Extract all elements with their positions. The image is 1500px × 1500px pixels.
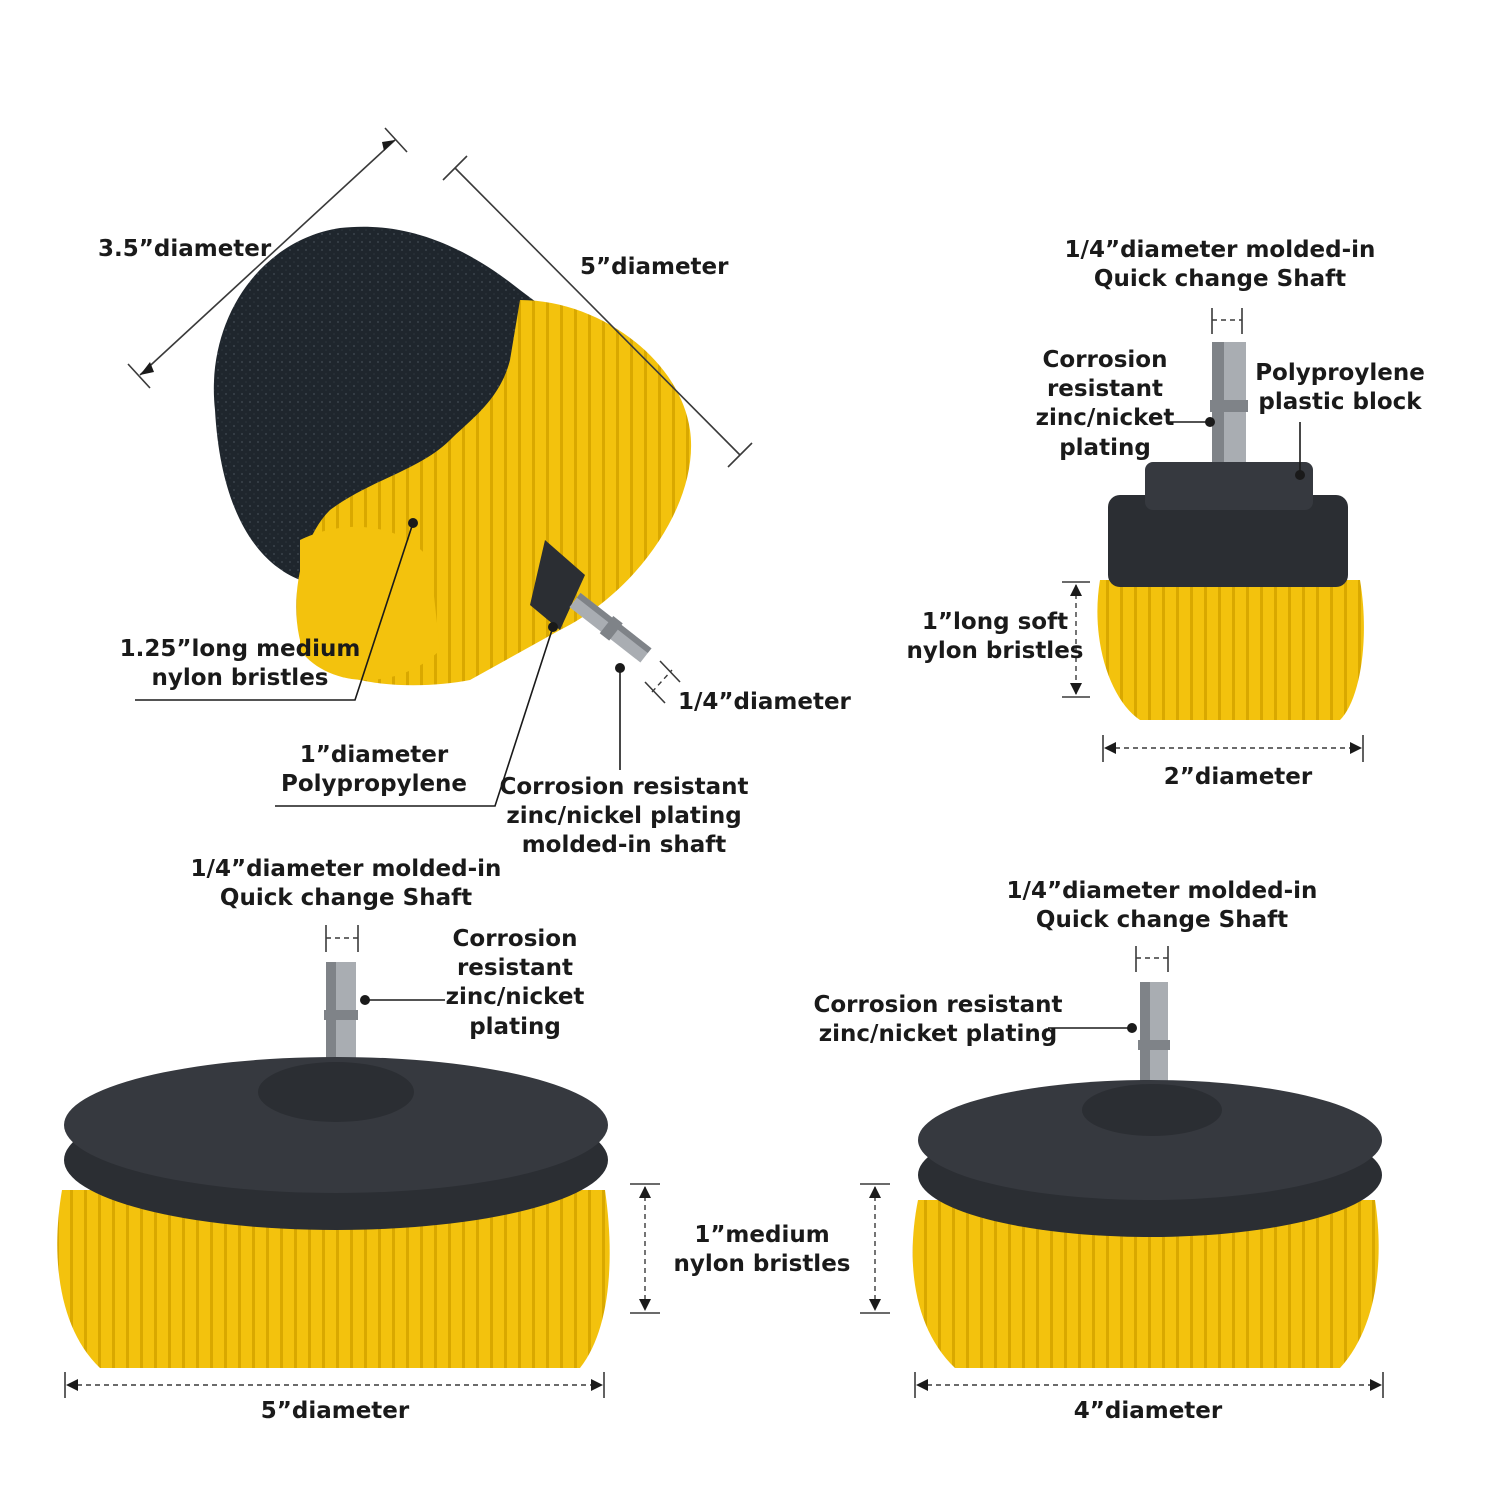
small-plating-line2: resistant [1047, 376, 1163, 402]
large-bristle-dim [630, 1183, 660, 1314]
small-diameter-label: 2”diameter [1164, 764, 1313, 790]
cone-brush: 3.5”diameter 5”diameter 1.25”long medium… [98, 127, 852, 858]
cone-bristles-line2: nylon bristles [152, 665, 329, 691]
cone-shaft-dim-label: 1/4”diameter [678, 689, 852, 715]
medium-bristle-dim [860, 1183, 890, 1314]
small-hub [1108, 495, 1348, 587]
medium-plating-line1: Corrosion resistant [813, 992, 1062, 1018]
small-diameter-dim [1102, 735, 1364, 762]
large-shaft-line2: Quick change Shaft [220, 885, 472, 911]
large-diameter-dim [64, 1372, 605, 1398]
small-shaft-line1: 1/4”diameter molded-in [1065, 237, 1376, 263]
drill-brush-cone-icon [213, 226, 692, 686]
small-bristles-line2: nylon bristles [907, 638, 1084, 664]
drill-brush-2in-icon [1097, 342, 1364, 720]
cone-bristles-line1: 1.25”long medium [120, 636, 361, 662]
cone-bristle-leader [135, 522, 414, 701]
cone-shaft [569, 592, 652, 663]
small-block-line2: plastic block [1258, 389, 1422, 415]
small-brush: 1/4”diameter molded-in Quick change Shaf… [907, 237, 1425, 790]
large-plating-line4: plating [469, 1014, 561, 1040]
small-bristles [1097, 580, 1364, 720]
large-plating-line1: Corrosion [453, 926, 578, 952]
cone-plating-line2: zinc/nickel plating [506, 803, 741, 829]
medium-shaft-line1: 1/4”diameter molded-in [1007, 878, 1318, 904]
cone-block-line2: Polypropylene [281, 771, 467, 797]
small-plating-line4: plating [1059, 435, 1151, 461]
cone-dim-3-5-label: 3.5”diameter [98, 236, 272, 262]
large-plating-line3: zinc/nicket [446, 984, 585, 1010]
cone-plating-line3: molded-in shaft [522, 832, 727, 858]
cone-yellow-lower [300, 526, 440, 680]
drill-brush-5in-icon [57, 962, 610, 1368]
small-block-line1: Polyproylene [1255, 360, 1425, 386]
large-brush: 1/4”diameter molded-in Quick change Shaf… [57, 856, 850, 1424]
large-diameter-label: 5”diameter [261, 1398, 410, 1424]
cone-shaft-dim [644, 660, 681, 704]
large-shaft-dim [325, 925, 359, 952]
cone-hub [530, 540, 585, 630]
medium-diameter-dim [914, 1372, 1384, 1398]
cone-dim-5-label: 5”diameter [580, 254, 729, 280]
small-shaft-line2: Quick change Shaft [1094, 266, 1346, 292]
small-bristle-dim [1062, 581, 1090, 698]
cone-dim-3-5 [127, 127, 408, 389]
medium-brush: 1/4”diameter molded-in Quick change Shaf… [813, 878, 1384, 1424]
cone-dim-5 [442, 155, 753, 468]
cone-block-leader [275, 626, 554, 807]
small-shaft-dim [1211, 308, 1243, 334]
medium-shaft-dim [1135, 946, 1169, 972]
large-bristles-line2: nylon bristles [674, 1251, 851, 1277]
small-plating-line3: zinc/nicket [1036, 405, 1175, 431]
small-bristles-line1: 1”long soft [922, 609, 1068, 635]
large-bristles-line1: 1”medium [694, 1222, 829, 1248]
medium-shaft-line2: Quick change Shaft [1036, 907, 1288, 933]
large-bristles [57, 1190, 610, 1368]
medium-bristles [912, 1200, 1379, 1368]
cone-plating-line1: Corrosion resistant [499, 774, 748, 800]
medium-diameter-label: 4”diameter [1074, 1398, 1223, 1424]
drill-brush-4in-icon [912, 982, 1382, 1368]
large-shaft-line1: 1/4”diameter molded-in [191, 856, 502, 882]
cone-block-line1: 1”diameter [300, 742, 449, 768]
large-plating-line2: resistant [457, 955, 573, 981]
medium-plating-line2: zinc/nicket plating [819, 1021, 1057, 1047]
small-plating-line1: Corrosion [1043, 347, 1168, 373]
